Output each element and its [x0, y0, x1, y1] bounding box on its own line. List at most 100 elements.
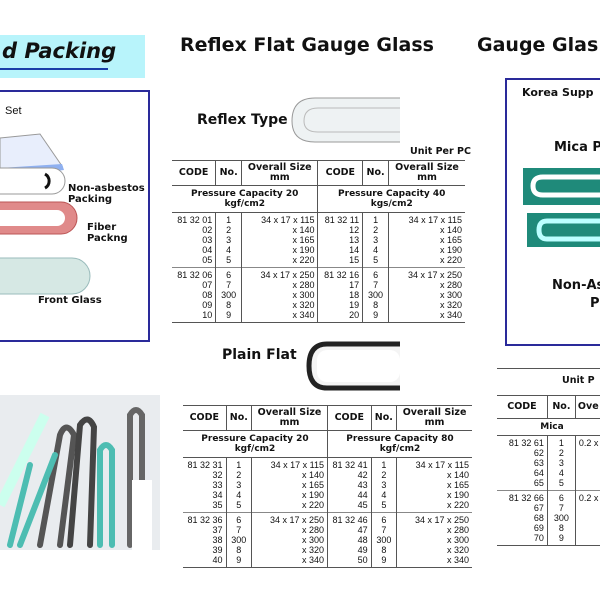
cell-line: 34 x 17 x 115	[270, 460, 324, 470]
banner-title: d Packing	[2, 39, 117, 63]
cell-line: 3	[373, 235, 379, 245]
cell-line: 4	[558, 468, 564, 478]
cell-line: 39	[212, 545, 223, 555]
cell-line: 14	[349, 245, 360, 255]
cell-line: x 280	[446, 525, 469, 535]
size-cell: 0.2 x	[574, 435, 600, 491]
no-header: No.	[546, 395, 576, 419]
non-asbestos-label: Non-asbestos Packing	[68, 183, 145, 205]
cell-line: x 140	[292, 225, 315, 235]
cell-line: x 340	[292, 310, 315, 320]
cell-line: 34 x 17 x 250	[407, 270, 462, 280]
no-header: No.	[225, 405, 252, 431]
cell-line: 50	[357, 555, 368, 565]
cell-line: 1	[226, 215, 232, 225]
cell-line: 9	[381, 555, 387, 565]
cell-line: 12	[349, 225, 360, 235]
cell-line: 4	[236, 490, 242, 500]
cell-line: 6	[373, 270, 379, 280]
cell-line: 13	[349, 235, 360, 245]
cell-line: 5	[236, 500, 242, 510]
plain-flat-heading: Plain Flat	[222, 347, 297, 363]
cell-line: 62	[533, 448, 544, 458]
cell-line: 38	[212, 535, 223, 545]
non-asbestos-heading: Non-As	[552, 278, 600, 293]
page-title: Reflex Flat Gauge Glass	[180, 34, 434, 56]
pressure-capacity: Pressure Capacity 20 kgf/cm2	[172, 185, 318, 213]
cell-line: 3	[558, 458, 564, 468]
cell-line: 03	[202, 235, 213, 245]
cell-line: x 280	[292, 280, 315, 290]
size-header: Overall Size mm	[388, 160, 465, 186]
section-banner: d Packing	[0, 35, 145, 78]
cell-line: 34 x 17 x 250	[260, 270, 315, 280]
cell-line: 1	[381, 460, 387, 470]
cell-line: 300	[368, 290, 384, 300]
cell-line: x 190	[439, 245, 462, 255]
right-title: Gauge Glas	[477, 34, 599, 56]
pressure-capacity: Pressure Capacity 20 kgf/cm2	[183, 430, 328, 458]
code-header: CODE	[183, 405, 227, 431]
reflex-glass-image	[291, 97, 400, 143]
cell-line: 44	[357, 490, 368, 500]
cell-line: 4	[381, 490, 387, 500]
cell-line: 3	[381, 480, 387, 490]
non-asbestos-heading-2: P	[590, 296, 600, 311]
cell-line: 7	[373, 280, 379, 290]
cell-line: 81 32 46	[332, 515, 368, 525]
cell-line: 5	[373, 255, 379, 265]
reflex-type-heading: Reflex Type	[197, 112, 288, 128]
cell-line: 9	[226, 310, 232, 320]
cell-line: 4	[226, 245, 232, 255]
cell-line: x 190	[301, 490, 324, 500]
cell-line: x 300	[292, 290, 315, 300]
cell-line: 81 32 36	[187, 515, 223, 525]
cell-line: 7	[226, 280, 232, 290]
cell-line: 7	[558, 503, 564, 513]
cell-line: 43	[357, 480, 368, 490]
cell-line: 6	[236, 515, 242, 525]
cell-line: 70	[533, 533, 544, 543]
cell-line: 15	[349, 255, 360, 265]
no-header: No.	[215, 160, 242, 186]
pressure-capacity: Pressure Capacity 80 kgf/cm2	[326, 430, 472, 458]
code-header: CODE	[172, 160, 216, 186]
cell-line: 2	[373, 225, 379, 235]
cell-line: 2	[558, 448, 564, 458]
cell-line: 7	[381, 525, 387, 535]
korea-supply-panel	[505, 78, 600, 346]
cell-line: x 190	[292, 245, 315, 255]
cell-line: 81 32 41	[332, 460, 368, 470]
cell-line: x 220	[446, 500, 469, 510]
cell-line: 63	[533, 458, 544, 468]
cell-line: 35	[212, 500, 223, 510]
cell-line: 2	[381, 470, 387, 480]
cell-line: 19	[349, 300, 360, 310]
mica-section: Mica	[497, 418, 600, 436]
cell-line: 81 32 61	[508, 438, 544, 448]
cell-line: 69	[533, 523, 544, 533]
cell-line: 300	[221, 290, 237, 300]
set-label: Set	[5, 105, 22, 117]
cell-line: 04	[202, 245, 213, 255]
size-header: Overall Size mm	[240, 160, 318, 186]
code-header: CODE	[497, 395, 548, 419]
cell-line: 5	[381, 500, 387, 510]
cell-line: 34 x 17 x 250	[269, 515, 324, 525]
mica-label: Mica P	[554, 140, 600, 155]
cell-line: x 140	[439, 225, 462, 235]
cell-line: x 320	[301, 545, 324, 555]
cell-line: 3	[236, 480, 242, 490]
size-cell: 0.2 x	[574, 490, 600, 546]
cell-line: 300	[231, 535, 247, 545]
cell-line: 48	[357, 535, 368, 545]
cell-line: 300	[376, 535, 392, 545]
mica-packing-image	[523, 168, 600, 247]
cell-line: 34 x 17 x 250	[414, 515, 469, 525]
code-header: CODE	[326, 405, 372, 431]
plain-flat-glass-image	[306, 341, 400, 391]
cell-line: x 300	[439, 290, 462, 300]
